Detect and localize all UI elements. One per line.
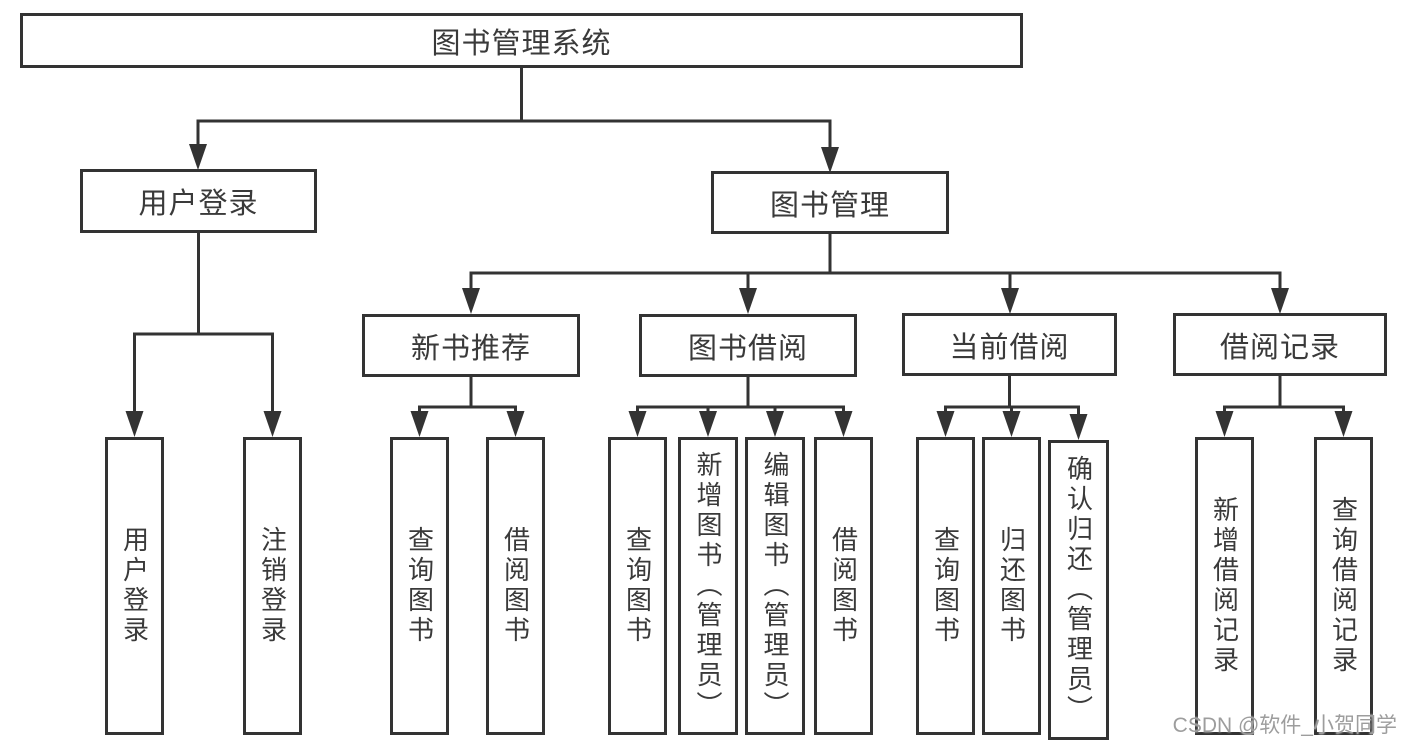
node-book-management-label: 图书管理: [769, 189, 890, 222]
connector-userlogin-branch: [133, 233, 274, 420]
leaf-logout: 注销登录: [243, 437, 302, 735]
leaf-query-books-recommend-label: 查询图书: [404, 526, 435, 646]
leaf-query-books-recommend: 查询图书: [390, 437, 449, 735]
leaf-borrow-books-recommend-label: 借阅图书: [500, 526, 531, 646]
arrowhead: [1334, 411, 1353, 437]
node-new-book-recommend-label: 新书推荐: [410, 332, 531, 365]
leaf-query-books-current: 查询图书: [916, 437, 975, 735]
node-current-borrow-label: 当前借阅: [949, 331, 1070, 364]
arrowheads: [125, 144, 1353, 440]
node-current-borrow: 当前借阅: [902, 313, 1117, 376]
arrowhead: [189, 144, 207, 170]
node-book-borrow-label: 图书借阅: [687, 332, 808, 365]
leaf-confirm-return-admin: 确认归还（管理员）: [1048, 440, 1109, 740]
connector-borrowrecords-branch: [1223, 376, 1345, 420]
leaf-user-login-label: 用户登录: [119, 526, 150, 646]
leaf-add-books-admin: 新增图书（管理员）: [678, 437, 738, 735]
leaf-return-books-label: 归还图书: [996, 526, 1027, 646]
connector-newbooks-branch: [418, 377, 517, 420]
node-user-login-label: 用户登录: [138, 188, 259, 220]
leaf-edit-books-admin-label: 编辑图书（管理员）: [760, 451, 790, 721]
arrowhead: [1002, 411, 1021, 437]
connector-root-branch: [196, 68, 832, 153]
arrowhead: [125, 411, 144, 437]
arrowhead: [821, 147, 839, 173]
arrowhead: [766, 411, 784, 437]
csdn-watermark: CSDN @软件_小贺同学: [1172, 714, 1397, 737]
leaf-edit-books-admin: 编辑图书（管理员）: [745, 437, 805, 735]
leaf-return-books: 归还图书: [982, 437, 1041, 735]
leaf-query-books-current-label: 查询图书: [930, 526, 961, 646]
node-root: 图书管理系统: [20, 13, 1023, 68]
leaf-logout-label: 注销登录: [257, 526, 288, 646]
leaf-add-borrow-record-label: 新增借阅记录: [1209, 496, 1240, 676]
node-borrow-records-label: 借阅记录: [1219, 331, 1340, 364]
arrowhead: [739, 288, 757, 314]
arrowhead: [410, 411, 429, 437]
arrowhead: [628, 411, 647, 437]
leaf-add-books-admin-label: 新增图书（管理员）: [693, 451, 723, 721]
arrowhead: [1069, 414, 1088, 440]
arrowhead: [462, 288, 480, 314]
arrowhead: [263, 411, 282, 437]
leaf-borrow-books-recommend: 借阅图书: [486, 437, 545, 735]
leaf-borrow-books: 借阅图书: [814, 437, 873, 735]
node-book-borrow: 图书借阅: [639, 314, 857, 377]
leaf-add-borrow-record: 新增借阅记录: [1195, 437, 1254, 735]
node-user-login: 用户登录: [80, 169, 317, 233]
arrowhead: [1001, 288, 1019, 314]
leaf-query-books-borrow: 查询图书: [608, 437, 667, 735]
arrowhead: [936, 411, 955, 437]
leaf-query-borrow-record-label: 查询借阅记录: [1328, 496, 1359, 676]
node-new-book-recommend: 新书推荐: [362, 314, 580, 377]
leaf-borrow-books-label: 借阅图书: [828, 526, 859, 646]
leaf-user-login: 用户登录: [105, 437, 164, 735]
connector-bookborrow-branch: [636, 377, 845, 420]
connector-bookmgmt-branch: [469, 234, 1282, 297]
arrowhead: [1271, 288, 1289, 314]
leaf-query-books-borrow-label: 查询图书: [622, 526, 653, 646]
arrowhead: [1215, 411, 1234, 437]
node-book-management: 图书管理: [711, 171, 949, 234]
arrowhead: [506, 411, 525, 437]
leaf-confirm-return-admin-label: 确认归还（管理员）: [1063, 455, 1094, 725]
arrowhead: [834, 411, 853, 437]
node-borrow-records: 借阅记录: [1173, 313, 1387, 376]
leaf-query-borrow-record: 查询借阅记录: [1314, 437, 1373, 735]
node-root-label: 图书管理系统: [431, 27, 612, 60]
arrowhead: [699, 411, 717, 437]
